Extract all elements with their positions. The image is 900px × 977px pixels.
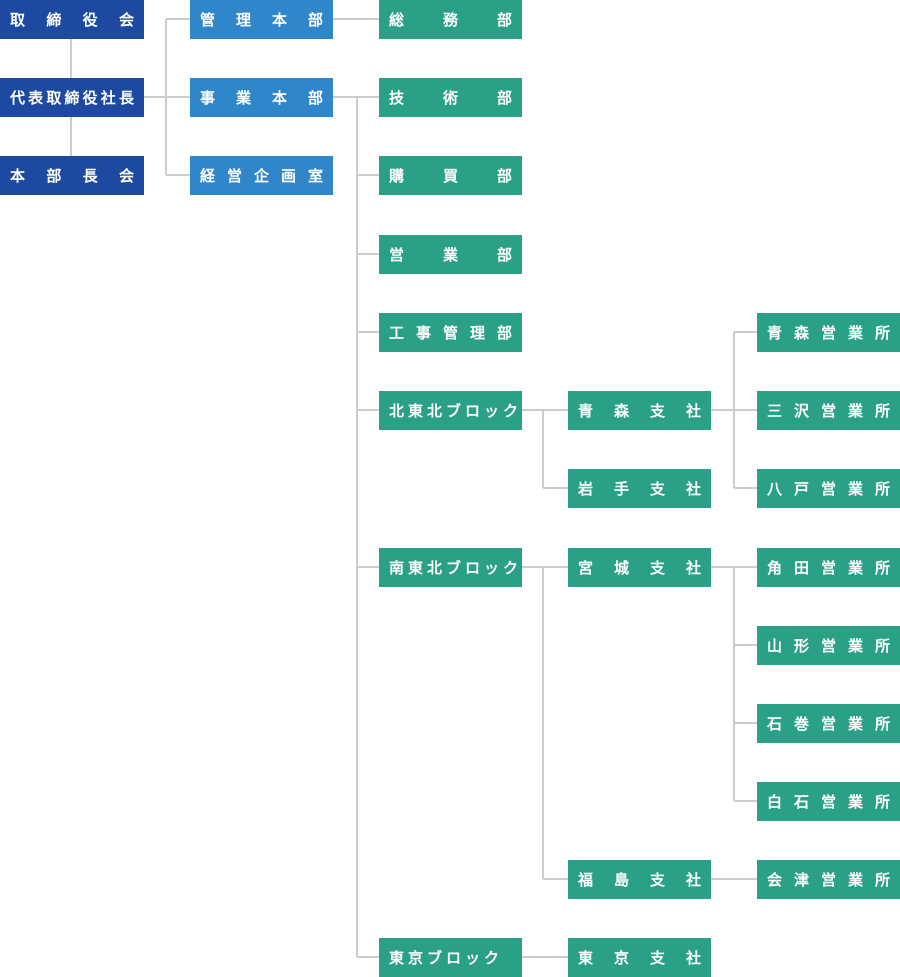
fukushima-branch-box: 福島支社 — [568, 860, 711, 899]
hachinohe-office-label: 八戸営業所 — [767, 480, 890, 498]
aomori-branch-label: 青森支社 — [578, 402, 701, 420]
ishinomaki-office-box: 石巻営業所 — [757, 704, 900, 743]
misawa-office-label: 三沢営業所 — [767, 402, 890, 420]
iwate-branch-box: 岩手支社 — [568, 469, 711, 508]
division-heads-meeting-box: 本部長会 — [0, 156, 144, 195]
business-hq-box: 事業本部 — [190, 78, 333, 117]
technical-dept-box: 技術部 — [379, 78, 522, 117]
kakuda-office-label: 角田営業所 — [767, 559, 890, 577]
aizu-office-box: 会津営業所 — [757, 860, 900, 899]
purchasing-dept-label: 購買部 — [389, 167, 512, 185]
tokyo-branch-label: 東京支社 — [578, 949, 701, 967]
iwate-branch-label: 岩手支社 — [578, 480, 701, 498]
north-tohoku-block-label: 北東北ブロック — [389, 402, 522, 420]
misawa-office-box: 三沢営業所 — [757, 391, 900, 430]
shiraishi-office-box: 白石営業所 — [757, 782, 900, 821]
fukushima-branch-label: 福島支社 — [578, 871, 701, 889]
aomori-branch-box: 青森支社 — [568, 391, 711, 430]
yamagata-office-box: 山形営業所 — [757, 626, 900, 665]
hachinohe-office-box: 八戸営業所 — [757, 469, 900, 508]
yamagata-office-label: 山形営業所 — [767, 637, 890, 655]
miyagi-branch-box: 宮城支社 — [568, 548, 711, 587]
tokyo-branch-box: 東京支社 — [568, 938, 711, 977]
miyagi-branch-label: 宮城支社 — [578, 559, 701, 577]
purchasing-dept-box: 購買部 — [379, 156, 522, 195]
general-affairs-label: 総務部 — [389, 11, 512, 29]
administration-hq-box: 管理本部 — [190, 0, 333, 39]
aizu-office-label: 会津営業所 — [767, 871, 890, 889]
sales-dept-box: 営業部 — [379, 235, 522, 274]
corporate-planning-box: 経営企画室 — [190, 156, 333, 195]
tokyo-block-box: 東京ブロック — [379, 938, 522, 977]
president-box: 代表取締役社長 — [0, 78, 144, 117]
administration-hq-label: 管理本部 — [200, 11, 323, 29]
aomori-office-box: 青森営業所 — [757, 313, 900, 352]
division-heads-meeting-label: 本部長会 — [10, 167, 134, 185]
sales-dept-label: 営業部 — [389, 246, 512, 264]
technical-dept-label: 技術部 — [389, 89, 512, 107]
construction-mgmt-box: 工事管理部 — [379, 313, 522, 352]
tokyo-block-label: 東京ブロック — [389, 949, 504, 967]
shiraishi-office-label: 白石営業所 — [767, 793, 890, 811]
construction-mgmt-label: 工事管理部 — [389, 324, 512, 342]
board-of-directors-label: 取締役会 — [10, 11, 134, 29]
business-hq-label: 事業本部 — [200, 89, 323, 107]
president-label: 代表取締役社長 — [10, 89, 134, 107]
south-tohoku-block-label: 南東北ブロック — [389, 559, 522, 577]
kakuda-office-box: 角田営業所 — [757, 548, 900, 587]
south-tohoku-block-box: 南東北ブロック — [379, 548, 522, 587]
north-tohoku-block-box: 北東北ブロック — [379, 391, 522, 430]
board-of-directors-box: 取締役会 — [0, 0, 144, 39]
general-affairs-box: 総務部 — [379, 0, 522, 39]
corporate-planning-label: 経営企画室 — [200, 167, 323, 185]
ishinomaki-office-label: 石巻営業所 — [767, 715, 890, 733]
aomori-office-label: 青森営業所 — [767, 324, 890, 342]
